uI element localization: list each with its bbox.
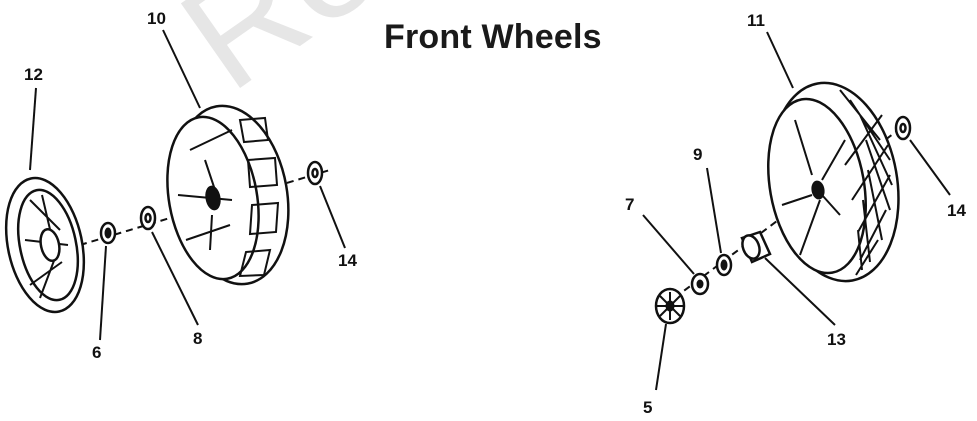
callout-10: 10 [147,9,166,28]
wheel-part-10 [166,104,290,286]
watermark-text: Re [152,0,405,121]
callout-13: 13 [827,330,846,349]
callout-7: 7 [625,195,634,214]
leader-14-left [319,185,346,249]
leader-5 [655,323,667,391]
leader-9 [706,167,722,254]
washer-part-14-right [894,115,912,141]
wheel-part-11 [767,81,900,283]
nut-part-7 [690,272,710,296]
leader-12 [29,87,37,171]
spacer-part-13 [740,230,772,264]
left-axle-line [79,169,331,246]
leader-8 [151,231,199,326]
leader-10 [162,29,201,109]
callout-11: 11 [747,11,765,30]
washer-part-8 [139,205,157,231]
hubcap-part-12 [4,176,86,314]
callout-6: 6 [92,343,101,362]
leader-14-right [909,139,951,196]
hubcap-part-5 [654,287,686,325]
leader-6 [99,245,107,341]
callout-5: 5 [643,398,652,417]
leader-11 [766,31,794,89]
callout-8: 8 [193,329,202,348]
callout-14-left: 14 [338,251,357,270]
bearing-part-6 [99,221,117,245]
callout-14-right: 14 [947,201,966,220]
callout-12: 12 [24,65,43,84]
leader-13 [764,257,836,326]
callout-9: 9 [693,145,702,164]
page-title: Front Wheels [384,18,602,56]
bearing-part-9 [715,253,733,277]
washer-part-14-left [306,160,324,186]
leader-7 [642,214,695,275]
